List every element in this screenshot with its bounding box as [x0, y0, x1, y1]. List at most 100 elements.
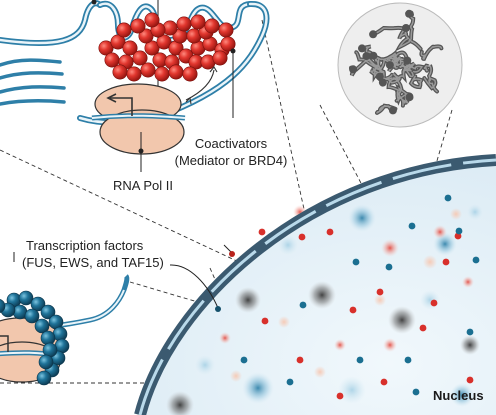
- molecule-dot: [404, 356, 412, 364]
- molecule-dot: [299, 301, 307, 309]
- molecule-dot: [296, 356, 304, 364]
- condensate-droplet: [230, 370, 242, 382]
- molecule-dot: [412, 388, 420, 396]
- condensate-droplet: [420, 290, 440, 310]
- polymer-node: [378, 78, 387, 87]
- coactivator-molecule: [220, 36, 236, 52]
- molecule-dot: [444, 194, 452, 202]
- polymer-node: [402, 24, 410, 32]
- condensate-droplet: [450, 383, 474, 407]
- transcription-factor-molecule: [36, 370, 52, 386]
- polymer-node: [403, 56, 412, 65]
- transcription-factor-molecule: [38, 354, 54, 370]
- molecule-dot: [455, 227, 463, 235]
- rna-pol-ii-icon: [91, 83, 186, 172]
- coactivator-molecule: [156, 34, 172, 50]
- condensate-droplet: [308, 281, 336, 309]
- polymer-node: [362, 52, 371, 61]
- polymer-node: [385, 61, 394, 70]
- polymer-node: [349, 65, 358, 74]
- condensate-droplet: [242, 372, 274, 404]
- molecule-dot: [385, 263, 393, 271]
- polymer-node: [375, 72, 384, 81]
- coactivator-molecule: [204, 18, 220, 34]
- molecule-dot: [286, 378, 294, 386]
- molecule-dot: [466, 376, 474, 384]
- coactivator-molecule: [110, 34, 126, 50]
- molecule-dot: [352, 258, 360, 266]
- coactivator-molecule: [140, 62, 156, 78]
- condensate-network-icon: [337, 2, 463, 128]
- polymer-node: [369, 51, 378, 60]
- condensate-droplet: [460, 335, 480, 355]
- condensate-droplet: [450, 208, 462, 220]
- polymer-node: [369, 30, 378, 39]
- molecule-dot: [326, 228, 334, 236]
- transcription-factor-molecule: [34, 318, 50, 334]
- condensate-droplet: [235, 287, 261, 313]
- condensate-droplet: [383, 338, 397, 352]
- coactivators-title: Coactivators: [194, 136, 268, 151]
- transcription-factor-molecule: [18, 290, 34, 306]
- molecule-dot: [261, 317, 269, 325]
- molecule-dot: [466, 328, 474, 336]
- polymer-node: [388, 106, 397, 115]
- molecule-dot: [472, 256, 480, 264]
- coactivator-molecule: [144, 40, 160, 56]
- transcription-factor-molecule: [30, 296, 46, 312]
- condensate-droplet: [433, 225, 447, 239]
- arrow-icon: [110, 97, 133, 116]
- nucleus-label: Nucleus: [433, 388, 484, 403]
- coactivator-molecule: [154, 66, 170, 82]
- molecule-dot: [240, 356, 248, 364]
- transcription-factor-molecule: [24, 308, 40, 324]
- condensate-droplet: [219, 332, 231, 344]
- polymer-node: [405, 93, 414, 102]
- condensate-droplet: [195, 355, 215, 375]
- transcription-factor-molecule: [40, 304, 56, 320]
- condensate-droplet: [338, 376, 366, 404]
- condensate-droplet: [388, 306, 416, 334]
- nucleus: [134, 154, 496, 415]
- molecule-dot: [298, 233, 306, 241]
- condensate-droplet: [462, 276, 474, 288]
- condensate-droplet: [334, 339, 346, 351]
- polymer-node: [358, 44, 366, 53]
- coactivator-molecule: [130, 18, 146, 34]
- condensate-droplet: [467, 204, 483, 220]
- molecule-dot: [442, 258, 450, 266]
- transcription-factors-subtitle: (FUS, EWS, and TAF15): [22, 255, 164, 270]
- molecule-dot: [258, 228, 266, 236]
- coactivator-molecule: [190, 14, 206, 30]
- coactivator-molecule: [138, 28, 154, 44]
- coactivator-molecule: [212, 50, 228, 66]
- transcription-factor-cluster: [0, 274, 130, 386]
- tf-pointer: [169, 264, 219, 309]
- transcription-factor-molecule: [40, 330, 56, 346]
- molecule-dot: [380, 378, 388, 386]
- coactivator-molecule: [116, 22, 132, 38]
- coactivator-molecule: [132, 50, 148, 66]
- condensate-droplet: [423, 255, 437, 269]
- zoom-line-lower-a: [129, 281, 219, 309]
- polymer-node: [405, 9, 414, 18]
- molecule-dot: [349, 306, 357, 314]
- coactivator-molecule: [176, 16, 192, 32]
- coactivator-molecule: [126, 66, 142, 82]
- transcription-factor-molecule: [0, 298, 6, 314]
- coactivator-molecule: [218, 22, 234, 38]
- molecule-dot: [336, 392, 344, 400]
- coactivators-subtitle: (Mediator or BRD4): [174, 153, 288, 168]
- condensate-droplet: [278, 235, 298, 255]
- coactivator-molecule: [168, 64, 184, 80]
- condensate-droplet: [374, 294, 386, 306]
- coactivator-molecule: [98, 40, 114, 56]
- coactivator-molecule: [112, 64, 128, 80]
- coactivator-molecule: [104, 52, 120, 68]
- molecule-dot: [430, 299, 438, 307]
- coactivator-molecule: [182, 66, 198, 82]
- condensate-droplet: [166, 391, 194, 415]
- molecule-dot: [356, 356, 364, 364]
